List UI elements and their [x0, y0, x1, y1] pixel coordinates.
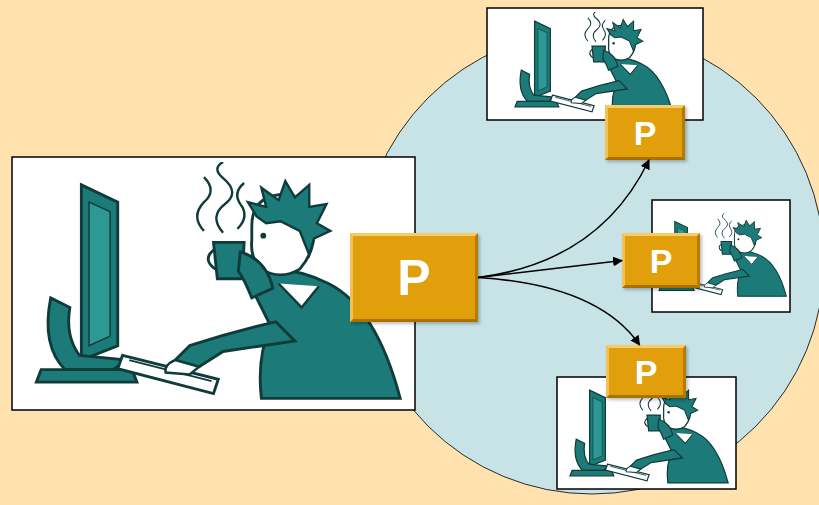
p-box: P	[350, 233, 478, 322]
p-box: P	[606, 345, 686, 398]
p-box: P	[605, 105, 685, 160]
arrow-connector	[478, 278, 640, 346]
p-label: P	[650, 244, 673, 278]
computer-user-frame	[487, 8, 703, 120]
p-label: P	[634, 116, 657, 150]
arrow-connector	[478, 160, 649, 278]
p-box: P	[622, 233, 700, 288]
arrow-connector	[478, 261, 622, 278]
p-label: P	[397, 253, 430, 303]
p-label: P	[635, 355, 658, 389]
